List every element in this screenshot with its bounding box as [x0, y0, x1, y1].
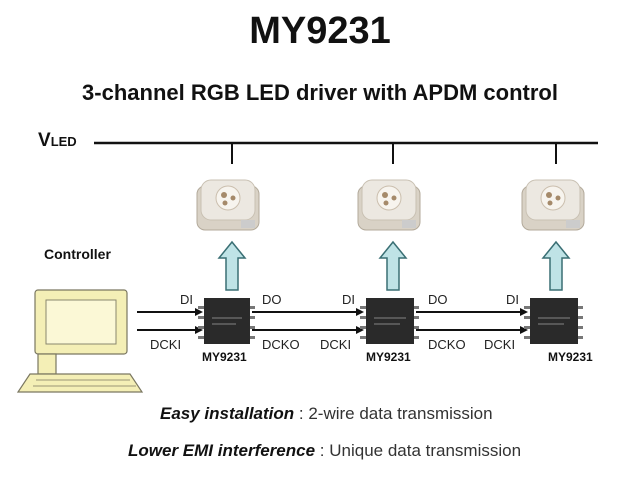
led-3: [521, 179, 585, 231]
label-do-2: DO: [428, 292, 448, 307]
led-2: [357, 179, 421, 231]
chip-label-3: MY9231: [548, 350, 593, 364]
label-di-2: DI: [342, 292, 355, 307]
label-dcki-3: DCKI: [484, 337, 516, 352]
label-dcko-1: DCKO: [262, 337, 300, 352]
led-1: [196, 179, 260, 231]
label-do-1: DO: [262, 292, 282, 307]
up-arrow-3: [541, 240, 571, 291]
controller-computer: [16, 289, 144, 393]
page-title: MY9231: [249, 10, 391, 52]
chip-label-2: MY9231: [366, 350, 411, 364]
page-subtitle: 3-channel RGB LED driver with APDM contr…: [82, 80, 558, 105]
vled-label: VLED: [38, 130, 77, 151]
controller-label: Controller: [44, 246, 111, 262]
chip-1: [198, 298, 255, 344]
chip-label-1: MY9231: [202, 350, 247, 364]
label-dcki-1: DCKI: [150, 337, 182, 352]
label-dcko-2: DCKO: [428, 337, 466, 352]
up-arrow-2: [378, 240, 408, 291]
chip-3: [524, 298, 583, 344]
label-dcki-2: DCKI: [320, 337, 352, 352]
label-di-3: DI: [506, 292, 519, 307]
chip-2: [360, 298, 419, 344]
up-arrow-1: [217, 240, 247, 291]
label-di-1: DI: [180, 292, 193, 307]
